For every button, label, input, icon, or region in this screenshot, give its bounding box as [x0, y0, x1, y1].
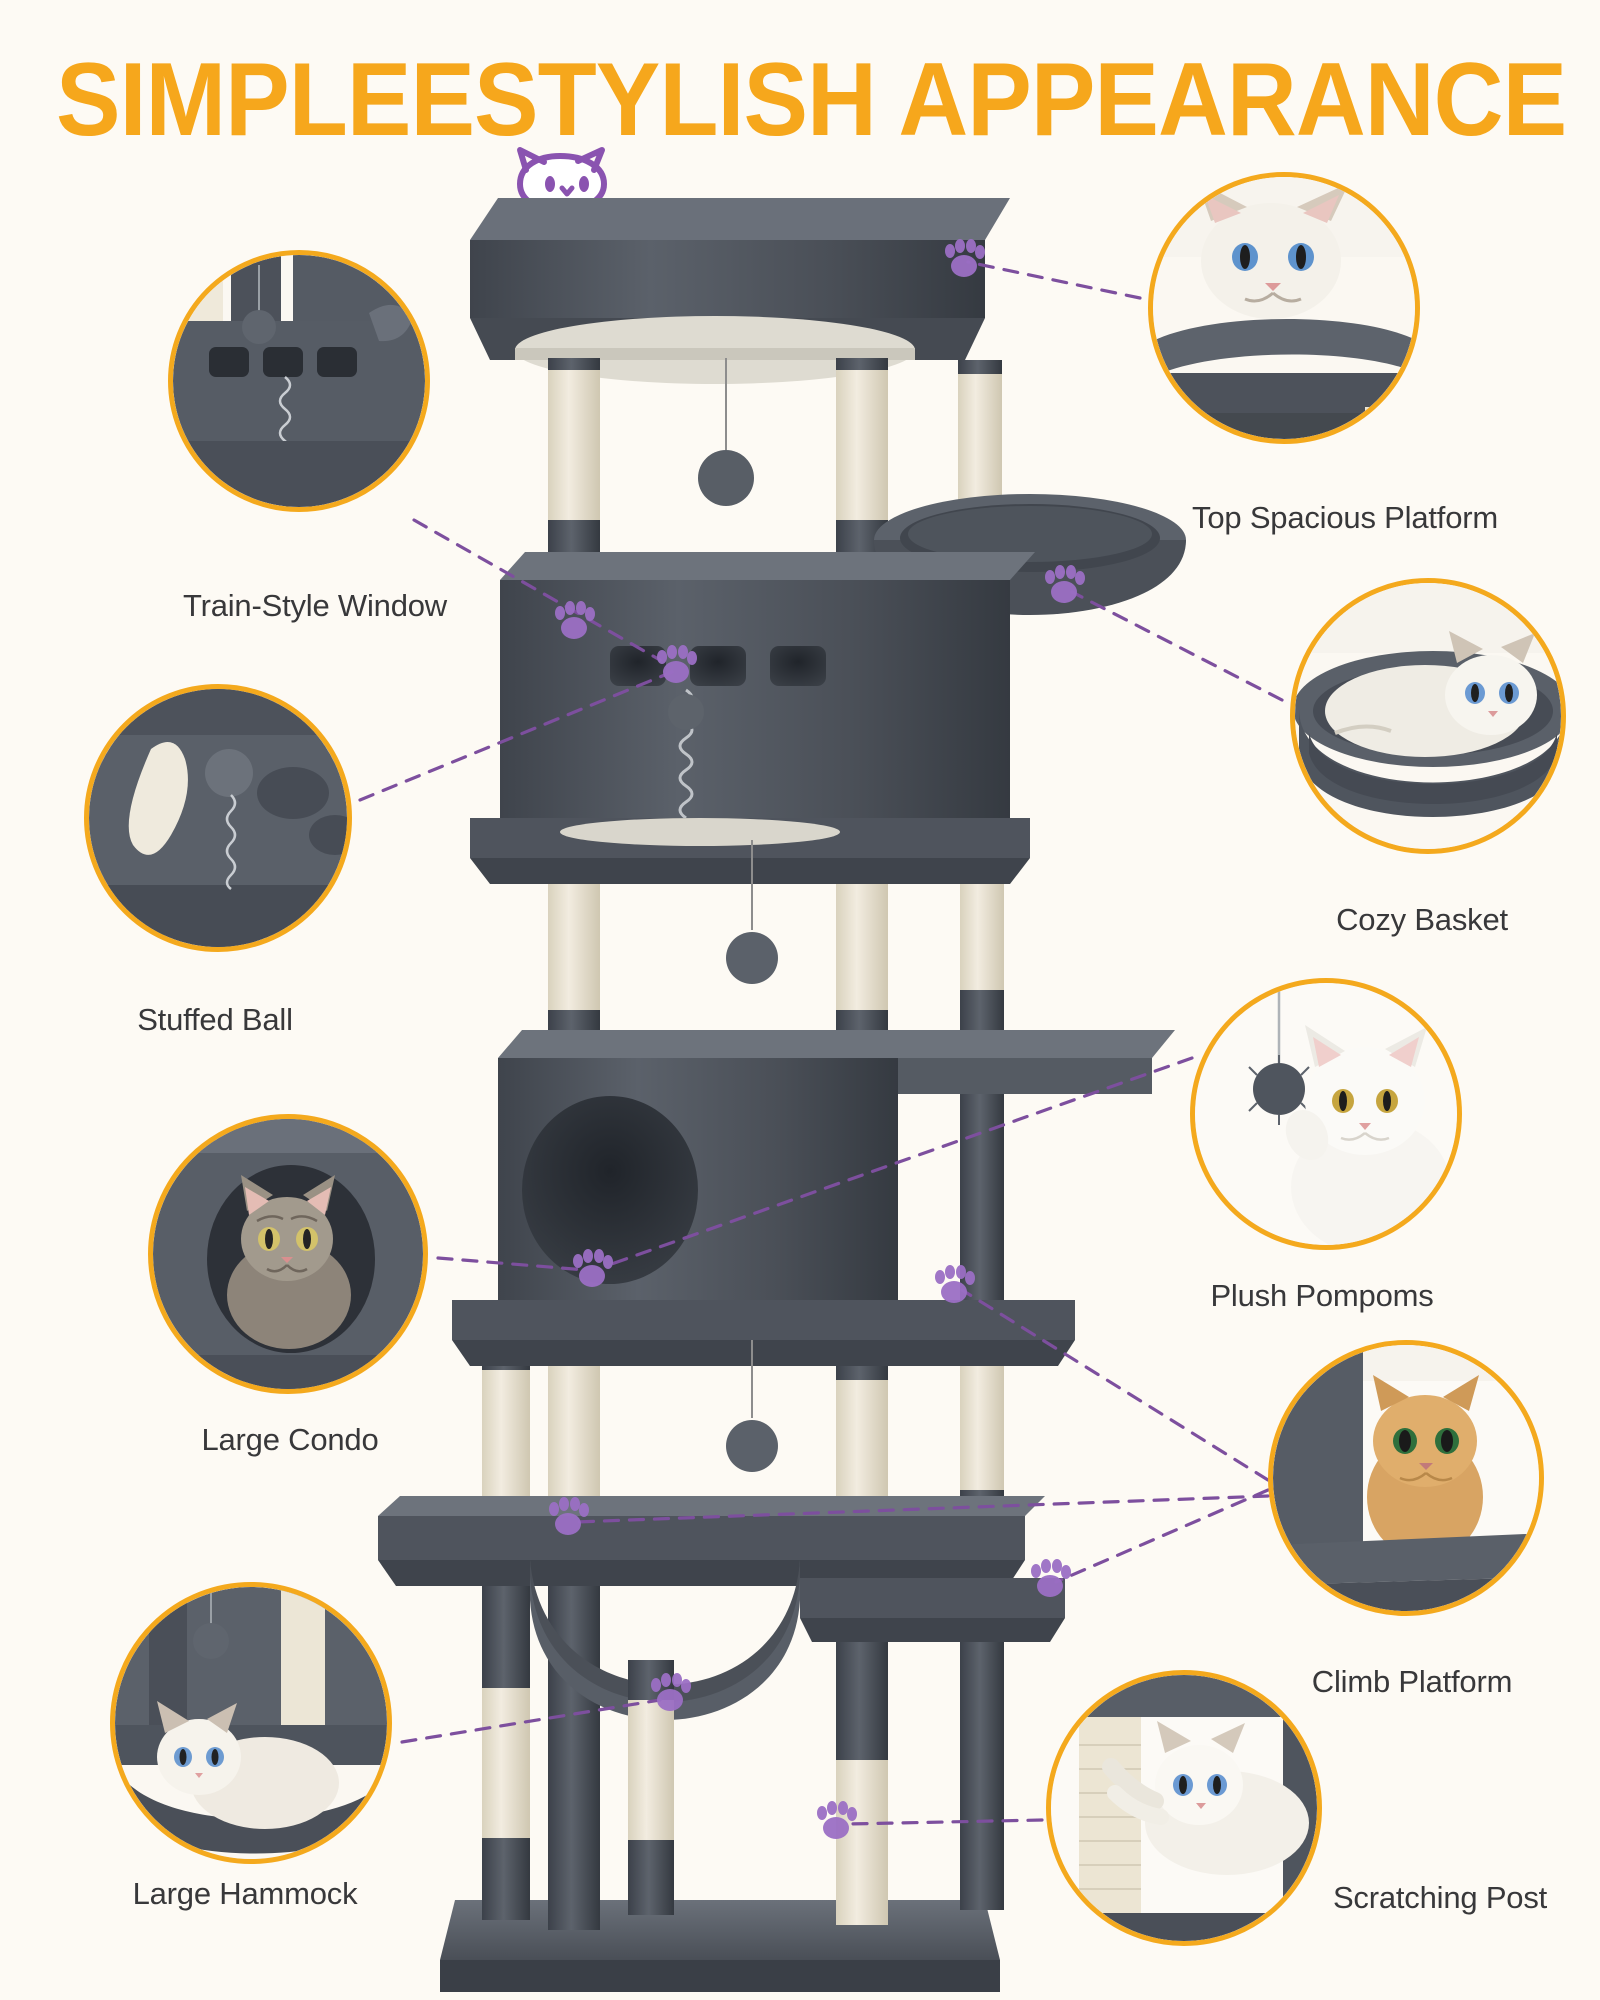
callout-large-hammock[interactable] — [110, 1582, 392, 1864]
callout-stuffed-ball[interactable] — [84, 684, 352, 952]
paw-icon — [549, 1497, 589, 1535]
label-large-hammock: Large Hammock — [132, 1876, 358, 1911]
callout-scratching-post[interactable] — [1046, 1670, 1322, 1946]
label-large-condo: Large Condo — [201, 1422, 379, 1457]
label-stuffed-ball: Stuffed Ball — [137, 1002, 293, 1037]
paw-icon — [935, 1265, 975, 1303]
callout-image-cozy-basket — [1295, 583, 1561, 849]
paw-icon — [657, 645, 697, 683]
label-climb-platform: Climb Platform — [1311, 1664, 1513, 1699]
callout-top-spacious-platform[interactable] — [1148, 172, 1420, 444]
paw-icon — [555, 601, 595, 639]
callout-image-large-condo — [153, 1119, 423, 1389]
callout-large-condo[interactable] — [148, 1114, 428, 1394]
paw-icon — [817, 1801, 857, 1839]
paw-icon — [651, 1673, 691, 1711]
paw-icon — [945, 239, 985, 277]
callout-cozy-basket[interactable] — [1290, 578, 1566, 854]
label-plush-pompoms: Plush Pompoms — [1210, 1278, 1434, 1313]
callout-climb-platform[interactable] — [1268, 1340, 1544, 1616]
callout-image-train-style-window — [173, 255, 425, 507]
label-train-style-window: Train-Style Window — [183, 588, 447, 623]
paw-icon — [1031, 1559, 1071, 1597]
callout-image-plush-pompoms — [1195, 983, 1457, 1245]
page-title: SIMPLEESTYLISH APPEARANCE — [56, 42, 1567, 158]
label-cozy-basket: Cozy Basket — [1336, 902, 1508, 937]
callout-image-large-hammock — [115, 1587, 387, 1859]
label-top-spacious-platform: Top Spacious Platform — [1192, 500, 1498, 535]
callout-image-scratching-post — [1051, 1675, 1317, 1941]
callout-image-stuffed-ball — [89, 689, 347, 947]
callout-image-top-spacious-platform — [1153, 177, 1415, 439]
callout-plush-pompoms[interactable] — [1190, 978, 1462, 1250]
cat-face-icon — [498, 140, 638, 225]
callout-train-style-window[interactable] — [168, 250, 430, 512]
paw-icon — [1045, 565, 1085, 603]
paw-icon — [573, 1249, 613, 1287]
callout-image-climb-platform — [1273, 1345, 1539, 1611]
label-scratching-post: Scratching Post — [1332, 1880, 1548, 1915]
